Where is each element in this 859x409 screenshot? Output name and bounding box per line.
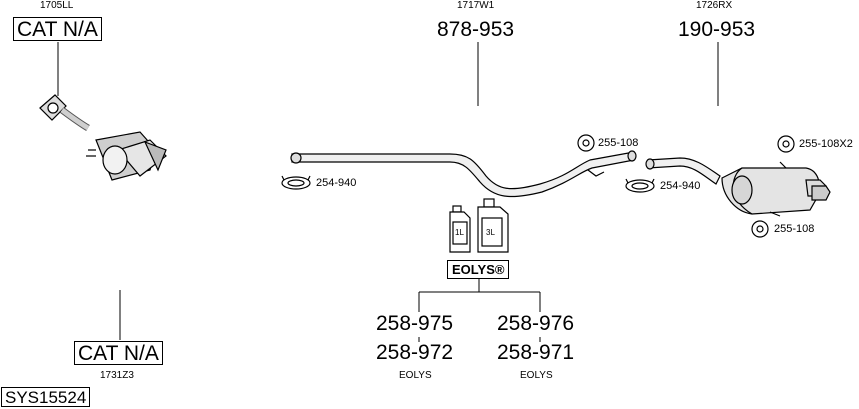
eolys-right-bottom-number[interactable]: 258-971 [497, 341, 575, 364]
eolys-bottle-small-icon [449, 205, 471, 253]
middle-pipe-number[interactable]: 878-953 [437, 18, 515, 41]
cat-bottom-code: 1731Z3 [100, 370, 134, 381]
rear-silencer-icon [645, 157, 831, 217]
system-id: SYS15524 [1, 387, 91, 407]
clamp-icon-left [281, 175, 311, 190]
rubber-bottom-right-number[interactable]: 255-108 [774, 223, 815, 235]
eolys-left-top-number[interactable]: 258-975 [376, 312, 454, 335]
clamp-icon-right [625, 178, 655, 193]
middle-pipe-icon [290, 150, 637, 198]
rubber-top-right-number[interactable]: 255-108X2 [799, 138, 853, 150]
eolys-badge: EOLYS® [447, 260, 510, 279]
eolys-left-bottom-number[interactable]: 258-972 [376, 341, 454, 364]
rear-silencer-code: 1726RX [696, 0, 733, 11]
cat-bottom-label[interactable]: CAT N/A [74, 341, 163, 365]
eolys-left-caption: EOLYS [399, 370, 432, 381]
clamp-right-number[interactable]: 254-940 [660, 180, 701, 192]
eolys-right-caption: EOLYS [520, 370, 553, 381]
cat-top-code: 1705LL [40, 0, 74, 11]
cat-top-label[interactable]: CAT N/A [13, 17, 102, 41]
eolys-bottle-large-label: 3L [486, 228, 495, 237]
rubber-mount-icon-bottom-right [751, 220, 769, 238]
clamp-left-number[interactable]: 254-940 [316, 177, 357, 189]
eolys-bottle-small-label: 1L [455, 228, 464, 237]
eolys-right-top-number[interactable]: 258-976 [497, 312, 575, 335]
rubber-mount-icon-top-right [777, 135, 795, 153]
rubber-mid-number[interactable]: 255-108 [598, 137, 639, 149]
middle-pipe-code: 1717W1 [457, 0, 495, 11]
rear-silencer-number[interactable]: 190-953 [678, 18, 756, 41]
rubber-mount-icon-mid [577, 134, 595, 152]
catalytic-converter-icon [39, 94, 167, 181]
eolys-bottle-large-icon [477, 198, 509, 253]
